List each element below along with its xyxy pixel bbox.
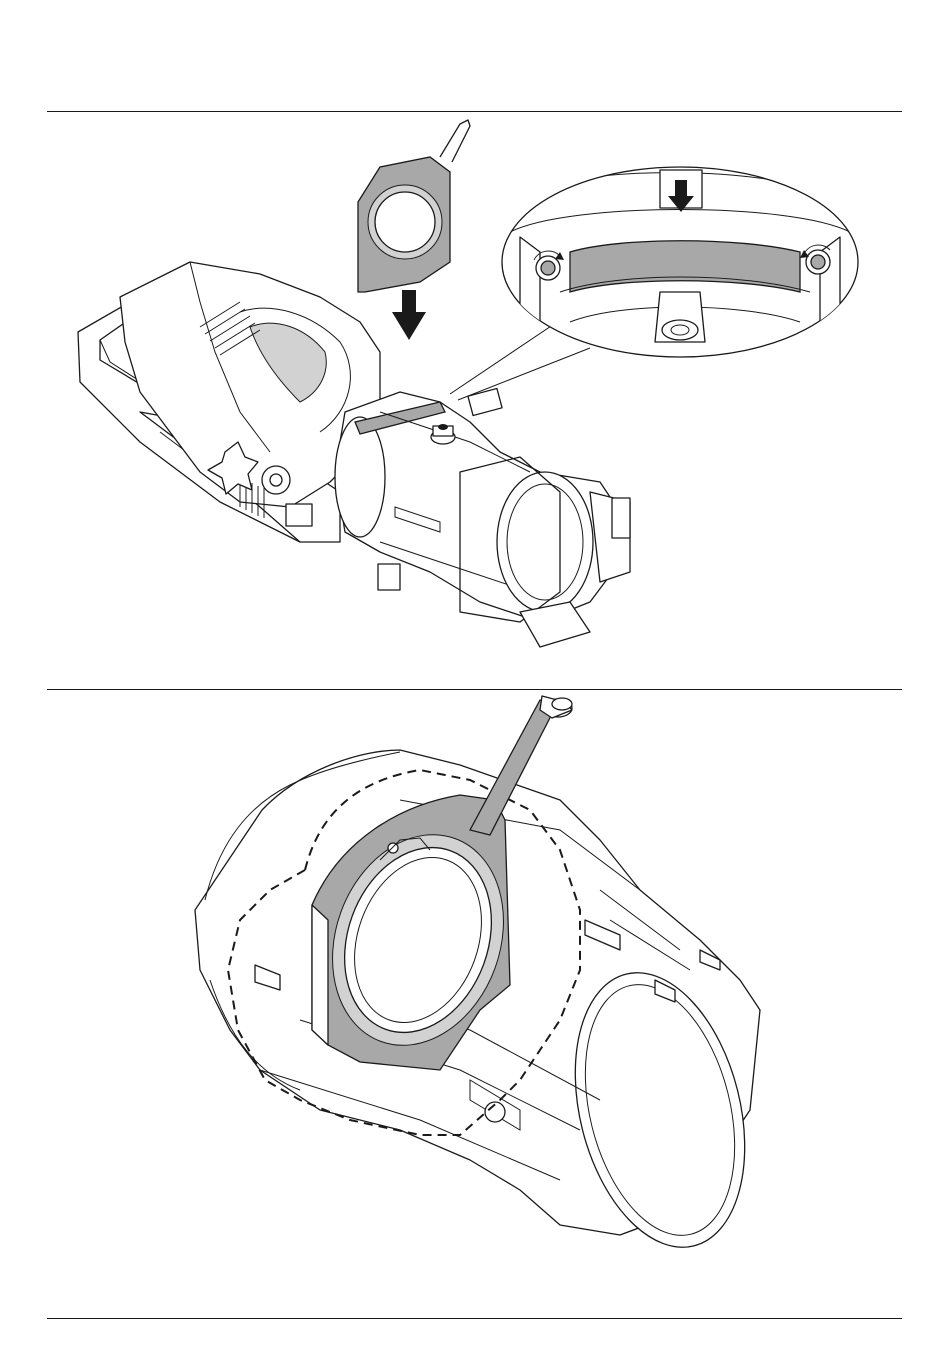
detail-zoom-circle bbox=[502, 167, 860, 357]
gobo-holder bbox=[358, 120, 470, 292]
fig-bottom-barrel-cutaway bbox=[0, 690, 950, 1317]
barrel-diagram bbox=[0, 690, 950, 1317]
spotlight-diagram bbox=[0, 112, 950, 688]
focus-knob bbox=[431, 424, 455, 444]
fig-top-spotlight-exploded bbox=[0, 112, 950, 688]
bottom-rule bbox=[47, 1318, 902, 1319]
lens-barrel bbox=[335, 392, 630, 647]
insert-arrow-icon bbox=[392, 290, 426, 340]
